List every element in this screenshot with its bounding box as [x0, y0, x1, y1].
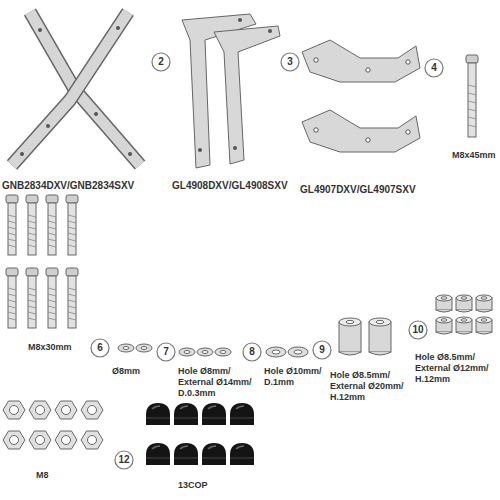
spacers [339, 295, 492, 355]
crossing-bars [12, 12, 140, 165]
nuts [3, 401, 103, 449]
plates [302, 40, 420, 152]
part-code: GNB2834DXV/GNB2834SXV [2, 180, 134, 192]
size-spec: M8x30mm [28, 342, 72, 353]
callout-number: 9 [319, 345, 325, 355]
size-spec: Hole Ø8.5mm/ External Ø12mm/ H.12mm [415, 352, 497, 384]
callout-circles [91, 53, 443, 469]
size-spec: Ø8mm [112, 366, 140, 377]
size-spec: Hole Ø8.5mm/ External Ø20mm/ H.12mm [330, 370, 414, 402]
size-spec: Hole Ø10mm/ D.1mm [264, 366, 324, 388]
size-spec: M8 [36, 470, 49, 481]
bolt [466, 55, 478, 137]
part-code: GL4907DXV/GL4907SXV [300, 184, 416, 196]
callout-number: 4 [431, 63, 437, 73]
size-spec: M8x45mm [452, 150, 496, 161]
callout-number: 6 [97, 343, 103, 353]
part-code: GL4908DXV/GL4908SXV [172, 180, 288, 192]
brackets [182, 14, 280, 168]
size-spec: Hole Ø8mm/ External Ø14mm/ D.0.3mm [178, 366, 260, 398]
callout-number: 2 [158, 57, 164, 67]
callout-number: 12 [118, 455, 129, 465]
callout-number: 10 [412, 325, 423, 335]
washers [118, 344, 308, 357]
part-code: 13COP [178, 480, 208, 491]
callout-number: 3 [287, 57, 293, 67]
callout-number: 8 [249, 347, 255, 357]
caps [146, 403, 254, 465]
callout-number: 7 [163, 347, 169, 357]
bolts [6, 195, 78, 328]
